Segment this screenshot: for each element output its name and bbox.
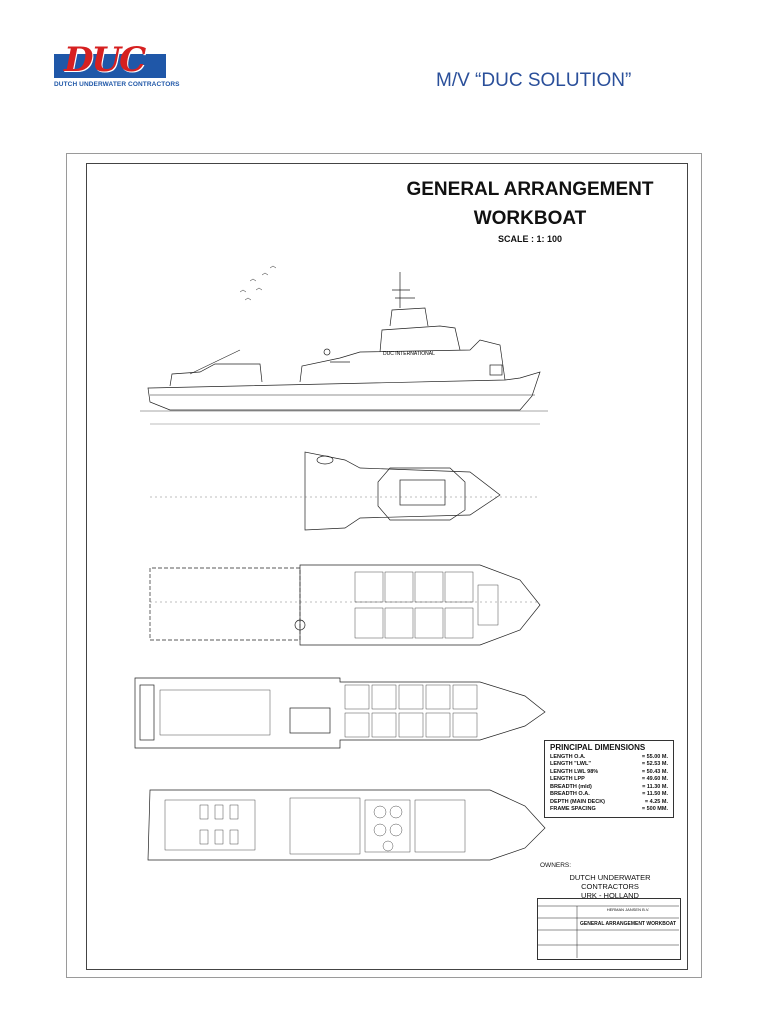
drawing-scale: SCALE : 1: 100 (497, 234, 563, 244)
drawing-title-line2: WORKBOAT (473, 208, 587, 229)
dimension-row: LENGTH O.A. = 55.00 M. (550, 754, 668, 762)
dimension-row: DEPTH (MAIN DECK) = 4.25 M. (550, 799, 668, 807)
dimension-label: DEPTH (MAIN DECK) (550, 798, 605, 805)
logo-name: DUC (64, 40, 146, 80)
dimension-value: = 500 MM. (641, 806, 668, 812)
title-block-drawing-name: GENERAL ARRANGEMENT WORKBOAT (579, 921, 676, 927)
owners-line1: DUTCH UNDERWATER CONTRACTORS (569, 873, 651, 891)
accommodation-deck-plan (149, 564, 541, 646)
drawing-sheet (66, 153, 702, 978)
logo-wave-band (54, 54, 166, 78)
owners-label: OWNERS: (540, 862, 572, 869)
dimension-value: = 55.00 M. (641, 753, 668, 760)
lower-deck-plan (147, 789, 546, 861)
drawing-title: GENERAL ARRANGEMENT WORKBOAT (380, 175, 680, 233)
dimension-row: LENGTH LPP = 49.60 M. (550, 776, 668, 784)
hull-label: DUC INTERNATIONAL (383, 351, 435, 357)
dimension-label: LENGTH LWL 98% (550, 768, 599, 775)
dimension-row: LENGTH "LWL" = 52.53 M. (550, 761, 668, 769)
bird-decoration (239, 265, 277, 301)
dimension-row: LENGTH LWL 98% = 50.43 M. (550, 769, 668, 777)
dimension-label: FRAME SPACING (550, 806, 596, 812)
dimension-value: = 11.50 M. (642, 791, 668, 797)
principal-dimensions-heading: PRINCIPAL DIMENSIONS (550, 743, 646, 752)
dimension-label: LENGTH LPP (550, 776, 585, 782)
dimension-value: = 49.60 M. (641, 776, 668, 782)
dimension-row: BREADTH (mld) = 11.30 M. (550, 784, 668, 792)
principal-dimensions-table: PRINCIPAL DIMENSIONS LENGTH O.A. = 55.00 … (544, 740, 674, 818)
logo-subtitle: DUTCH UNDERWATER CONTRACTORS (54, 81, 180, 88)
dimension-value: = 52.53 M. (641, 761, 668, 767)
duc-logo: DUC DUTCH UNDERWATER CONTRACTORS (54, 40, 179, 94)
dimension-label: BREADTH (mld) (550, 783, 592, 790)
dimension-label: LENGTH "LWL" (550, 761, 591, 767)
title-block-yard: HERMAN JANSEN B.V. (606, 907, 650, 912)
dimension-row: BREADTH O.A. = 11.50 M. (550, 791, 668, 799)
bridge-deck-plan (304, 451, 501, 531)
main-deck-plan (134, 677, 546, 749)
dimension-label: LENGTH O.A. (550, 753, 586, 760)
side-profile-view (140, 272, 548, 412)
dimension-value: = 50.43 M. (641, 768, 668, 775)
drawing-frame (86, 163, 688, 970)
drawing-title-line1: GENERAL ARRANGEMENT (406, 179, 654, 200)
title-block: HERMAN JANSEN B.V. GENERAL ARRANGEMENT W… (537, 898, 681, 960)
dimension-value: = 4.25 M. (644, 798, 668, 805)
dimension-value: = 11.30 M. (642, 783, 668, 790)
dimension-row: FRAME SPACING = 500 MM. (550, 806, 668, 814)
dimension-label: BREADTH O.A. (550, 791, 590, 797)
owners-line2: URK - HOLLAND (581, 891, 639, 900)
vessel-title: M/V “DUC SOLUTION” (436, 70, 632, 91)
owners-block: DUTCH UNDERWATER CONTRACTORS URK - HOLLA… (540, 873, 680, 900)
